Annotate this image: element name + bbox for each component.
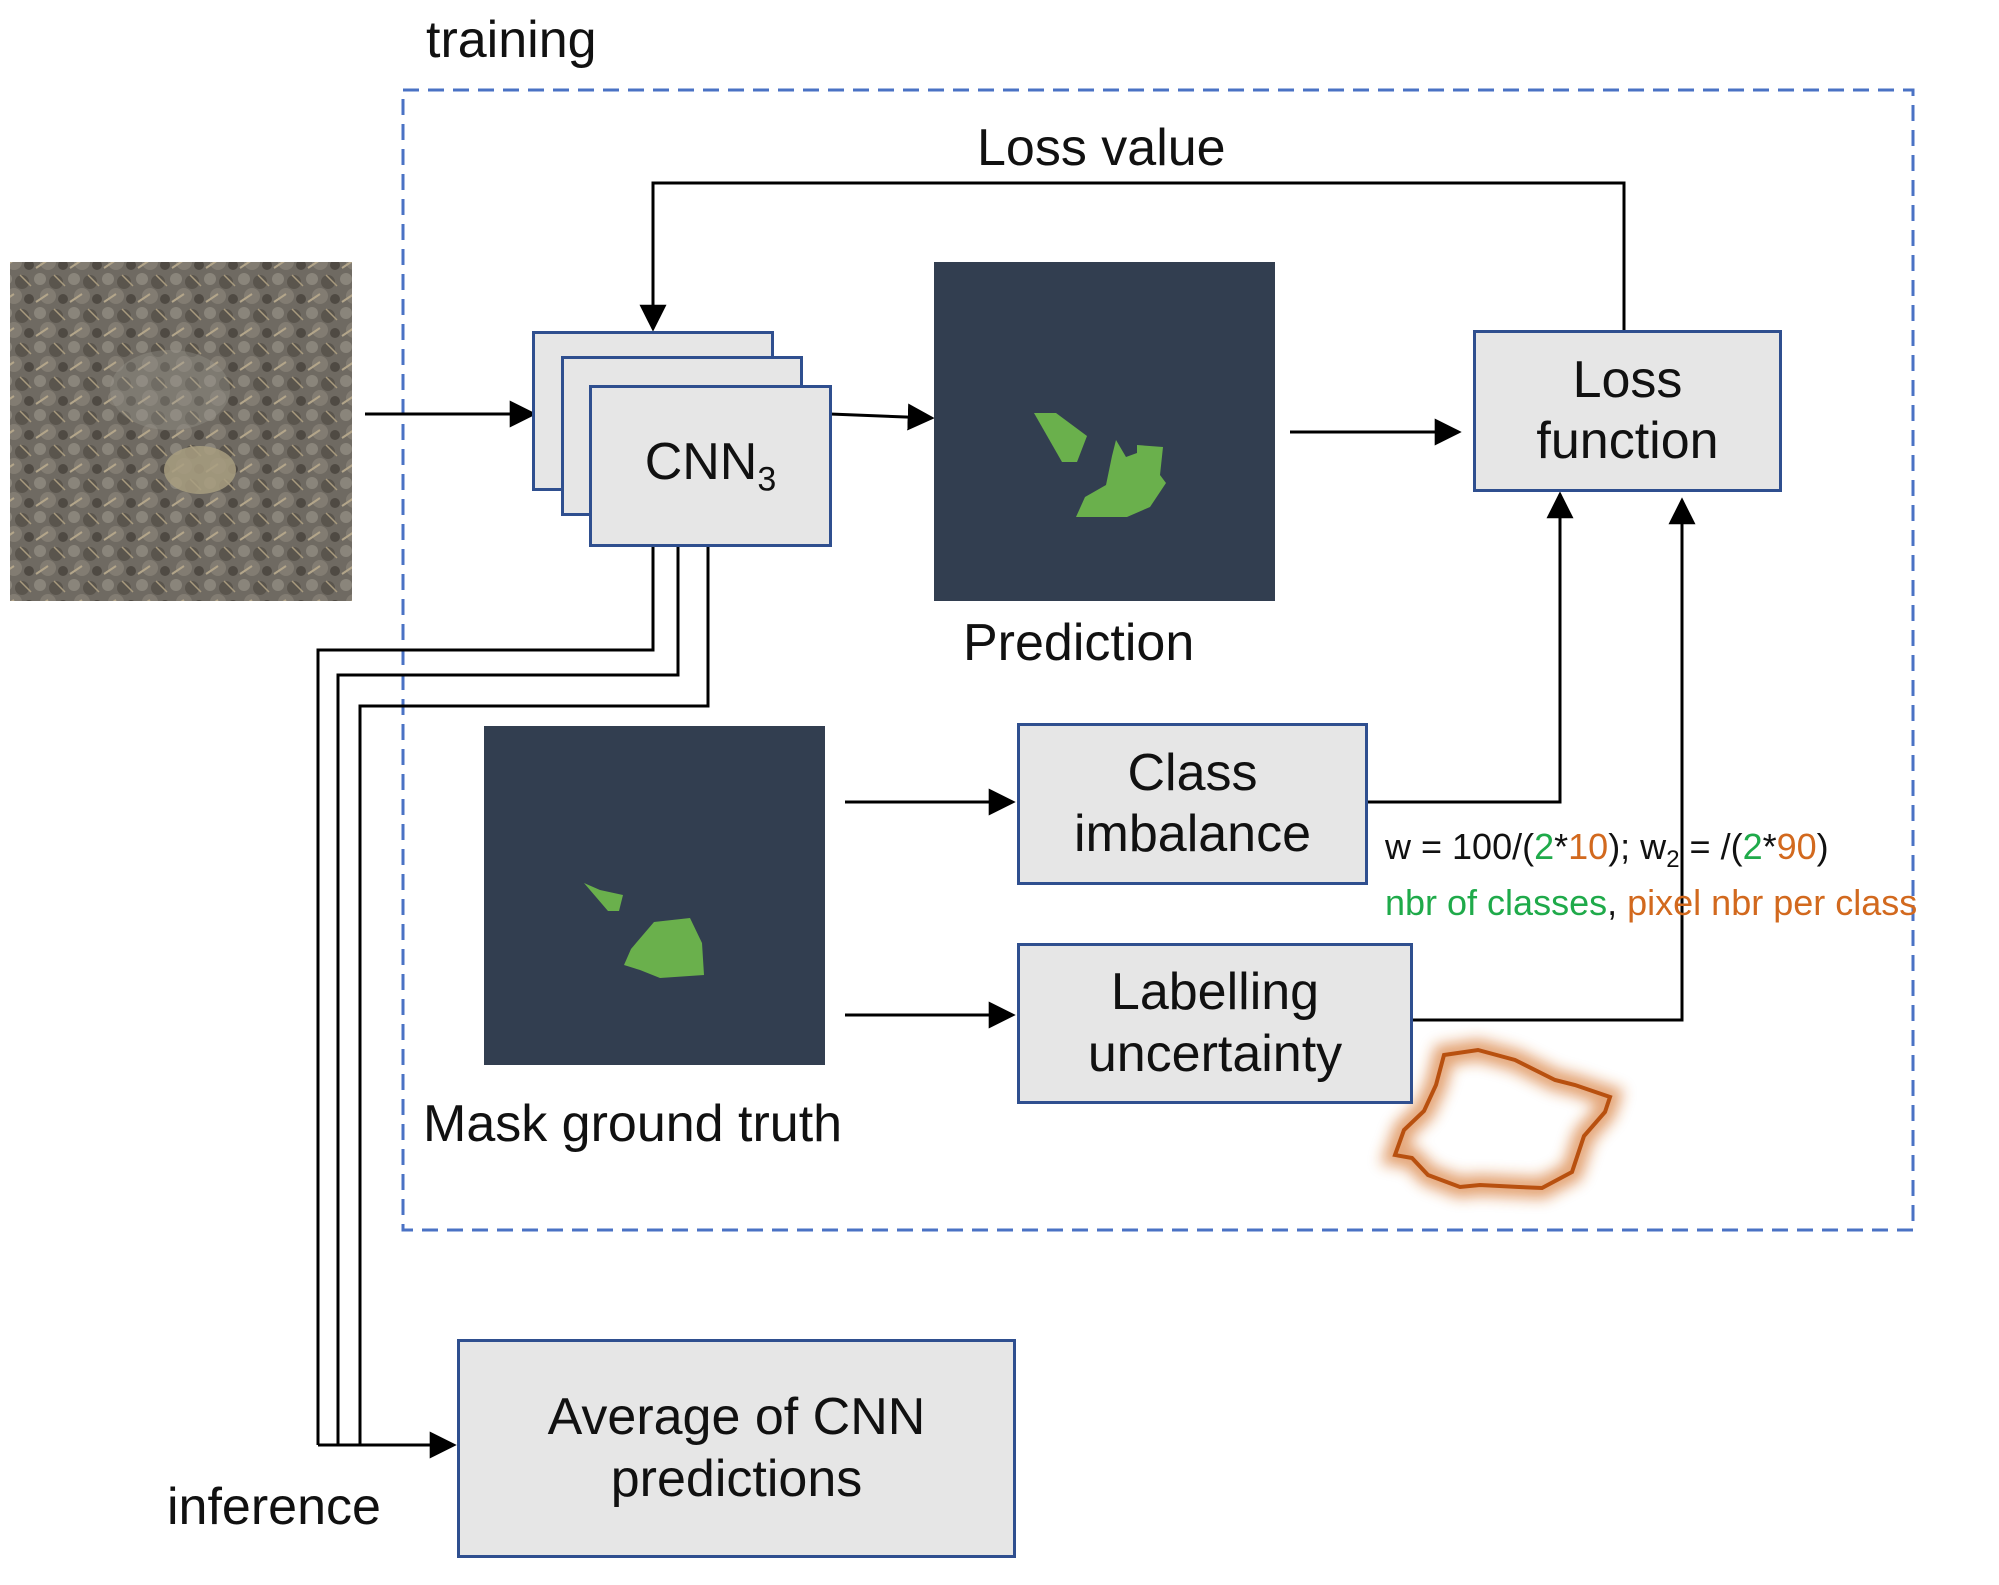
prediction-label: Prediction: [963, 614, 1195, 672]
arrow-class-imbalance-to-loss: [1365, 491, 1574, 804]
uncertainty-outline-icon: [1380, 1038, 1624, 1200]
inference-label: inference: [167, 1478, 381, 1536]
legend-comma: ,: [1607, 882, 1628, 923]
formula-two-a: 2: [1534, 826, 1555, 867]
inference-line-cnn2: [336, 545, 680, 1445]
cnn-label: CNN: [644, 433, 758, 492]
mask-ground-truth: [484, 726, 825, 1065]
labelling-line2: uncertainty: [1087, 1024, 1343, 1083]
formula-eq2: = /(: [1679, 826, 1743, 867]
prediction-mask: [934, 262, 1275, 601]
prediction-blob-2: [1076, 440, 1166, 517]
inference-line-cnn1: [316, 545, 655, 1445]
class-imbalance-box: Class imbalance: [1017, 723, 1368, 885]
formula-close: ): [1816, 826, 1829, 867]
class-imbalance-line2: imbalance: [1073, 805, 1312, 863]
prediction-blob-1: [1034, 413, 1087, 462]
legend-pixel-nbr: pixel nbr per class: [1627, 882, 1918, 923]
loss-function-line2: function: [1536, 412, 1719, 470]
formula-ninety: 90: [1776, 826, 1817, 867]
formula-two-b: 2: [1742, 826, 1763, 867]
average-line2: predictions: [610, 1449, 863, 1508]
average-line1: Average of CNN: [547, 1388, 926, 1447]
truth-blob-1: [584, 883, 623, 911]
formula-star-a: *: [1554, 826, 1569, 867]
loss-function-box: Loss function: [1473, 330, 1782, 492]
legend-nbr-classes: nbr of classes: [1385, 882, 1608, 923]
formula-w-prefix: w = 100/(: [1385, 826, 1535, 867]
arrow-loss-value-feedback: [639, 181, 1626, 332]
truth-blob-2: [624, 918, 704, 978]
cnn-box: CNN3: [589, 385, 832, 547]
training-frame: [401, 88, 1915, 1232]
labelling-uncertainty-box: Labelling uncertainty: [1017, 943, 1413, 1104]
class-imbalance-line1: Class: [1127, 743, 1258, 802]
soil-photo-icon: [10, 262, 352, 601]
formula-mid: ); w: [1608, 826, 1667, 867]
loss-value-label: Loss value: [977, 119, 1226, 177]
mask-ground-truth-label: Mask ground truth: [423, 1095, 843, 1153]
training-label: training: [426, 11, 597, 69]
arrow-cnn-to-prediction: [829, 403, 935, 431]
formula-ten: 10: [1568, 826, 1609, 867]
weight-formula: w = 100/(2*10); w2 = /(2*90): [1385, 829, 1829, 872]
inference-line-cnn3: [358, 545, 710, 1445]
cnn-subscript: 3: [757, 460, 777, 499]
formula-w-sub: 2: [1666, 846, 1680, 874]
arrow-labelling-to-loss: [1410, 497, 1696, 1022]
average-predictions-box: Average of CNN predictions: [457, 1339, 1016, 1558]
labelling-line1: Labelling: [1110, 963, 1320, 1022]
loss-function-line1: Loss: [1572, 350, 1683, 409]
formula-legend: nbr of classes, pixel nbr per class: [1385, 885, 1917, 921]
formula-star-b: *: [1762, 826, 1777, 867]
